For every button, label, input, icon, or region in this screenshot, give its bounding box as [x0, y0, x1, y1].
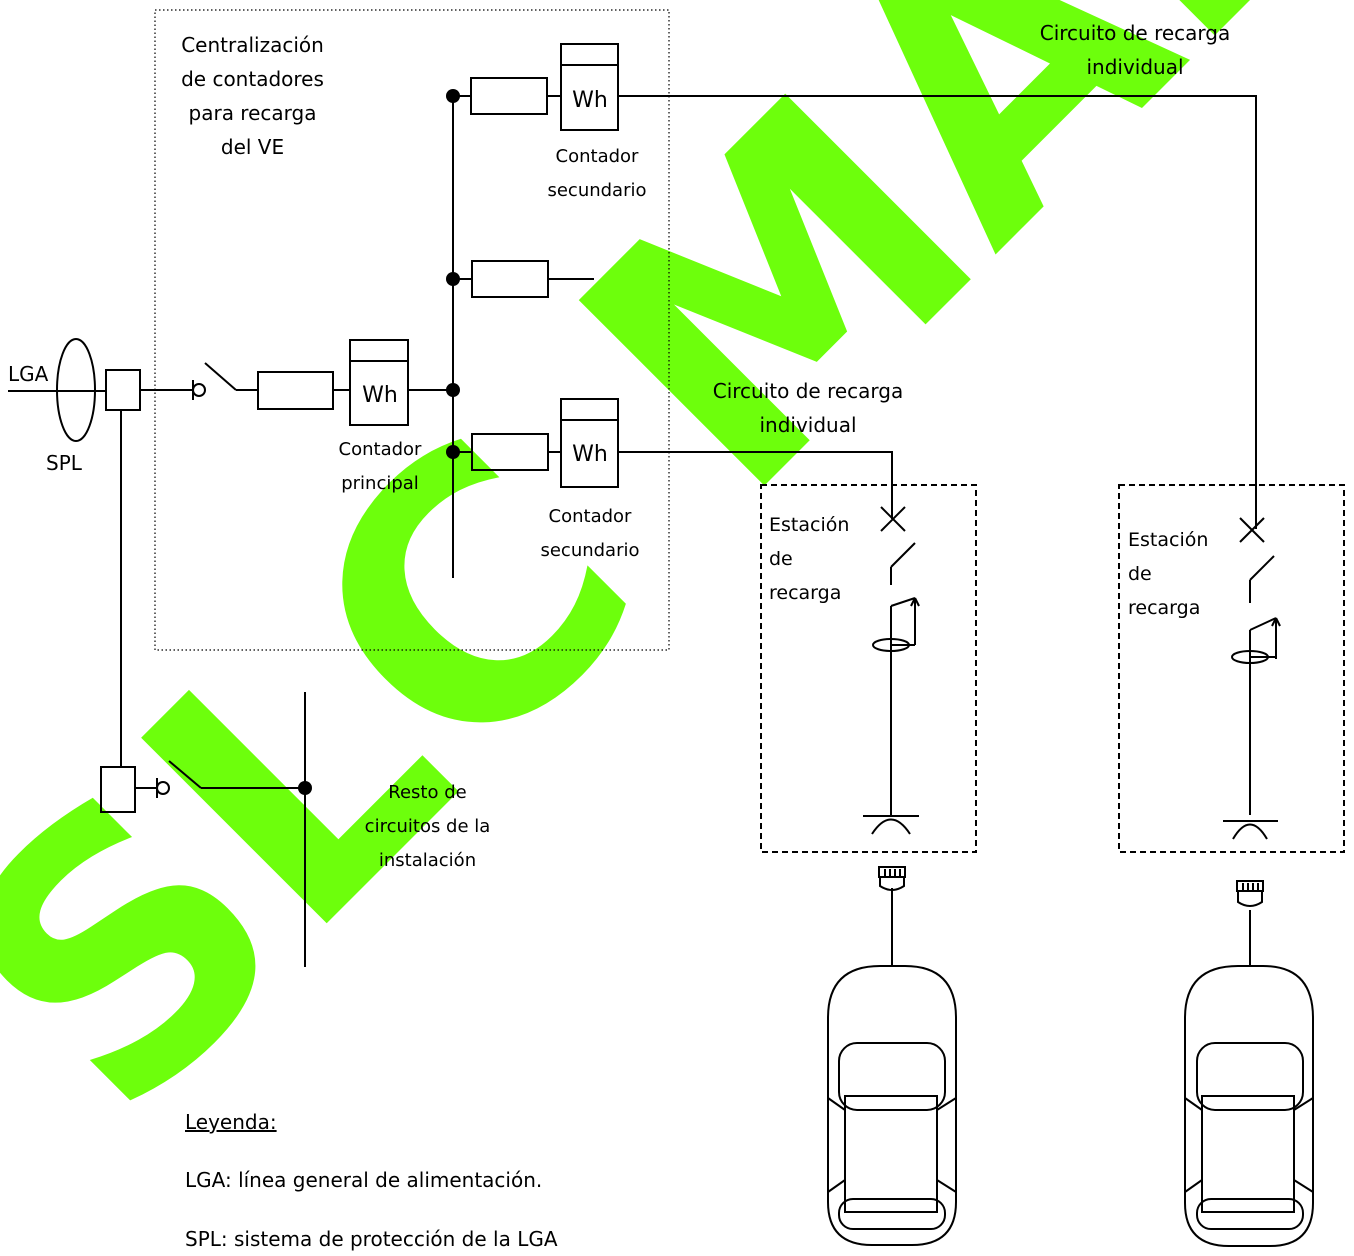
meter-wh-top: Wh	[572, 88, 608, 113]
spl-ellipse	[56, 338, 96, 442]
secondary-meter-top	[560, 43, 619, 131]
lga-label: LGA	[8, 362, 49, 386]
junction-dots	[298, 89, 460, 795]
charging-station-left-label: Estación de recarga	[769, 514, 850, 604]
charging-station-right	[1118, 484, 1345, 853]
secondary-meter-bottom-label: Contador secundario	[540, 506, 640, 561]
plug-icon	[1236, 880, 1264, 907]
rest-circuits-label: Resto de circuitos de la instalación	[364, 782, 491, 871]
charging-station-right-label: Estación de recarga	[1128, 529, 1209, 619]
circuit-lines	[8, 9, 1345, 1247]
centralization-box	[154, 9, 670, 651]
secondary-meter-top-label: Contador secundario	[547, 146, 647, 201]
secondary-meter-bottom	[560, 398, 619, 488]
spl-label: SPL	[46, 451, 82, 475]
main-meter	[349, 339, 409, 426]
main-fuse	[257, 371, 334, 410]
spl-box	[105, 369, 141, 411]
charging-circuit-bottom-label: Circuito de recarga individual	[712, 379, 904, 437]
meter-wh-main: Wh	[362, 383, 398, 408]
centralization-label: Centralización de contadores para recarg…	[181, 33, 324, 159]
legend-title: Leyenda:	[185, 1110, 277, 1134]
meter-wh-bottom: Wh	[572, 442, 608, 467]
main-meter-label: Contador principal	[338, 439, 422, 494]
plug-icon	[878, 866, 906, 891]
legend-item-spl: SPL: sistema de protección de la LGA	[185, 1227, 558, 1251]
charging-station-left	[760, 484, 977, 853]
legend-item-lga: LGA: línea general de alimentación.	[185, 1168, 543, 1192]
car-icon	[1184, 965, 1314, 1247]
car-icon	[827, 965, 957, 1246]
charging-circuit-top-label: Circuito de recarga individual	[1039, 21, 1231, 79]
